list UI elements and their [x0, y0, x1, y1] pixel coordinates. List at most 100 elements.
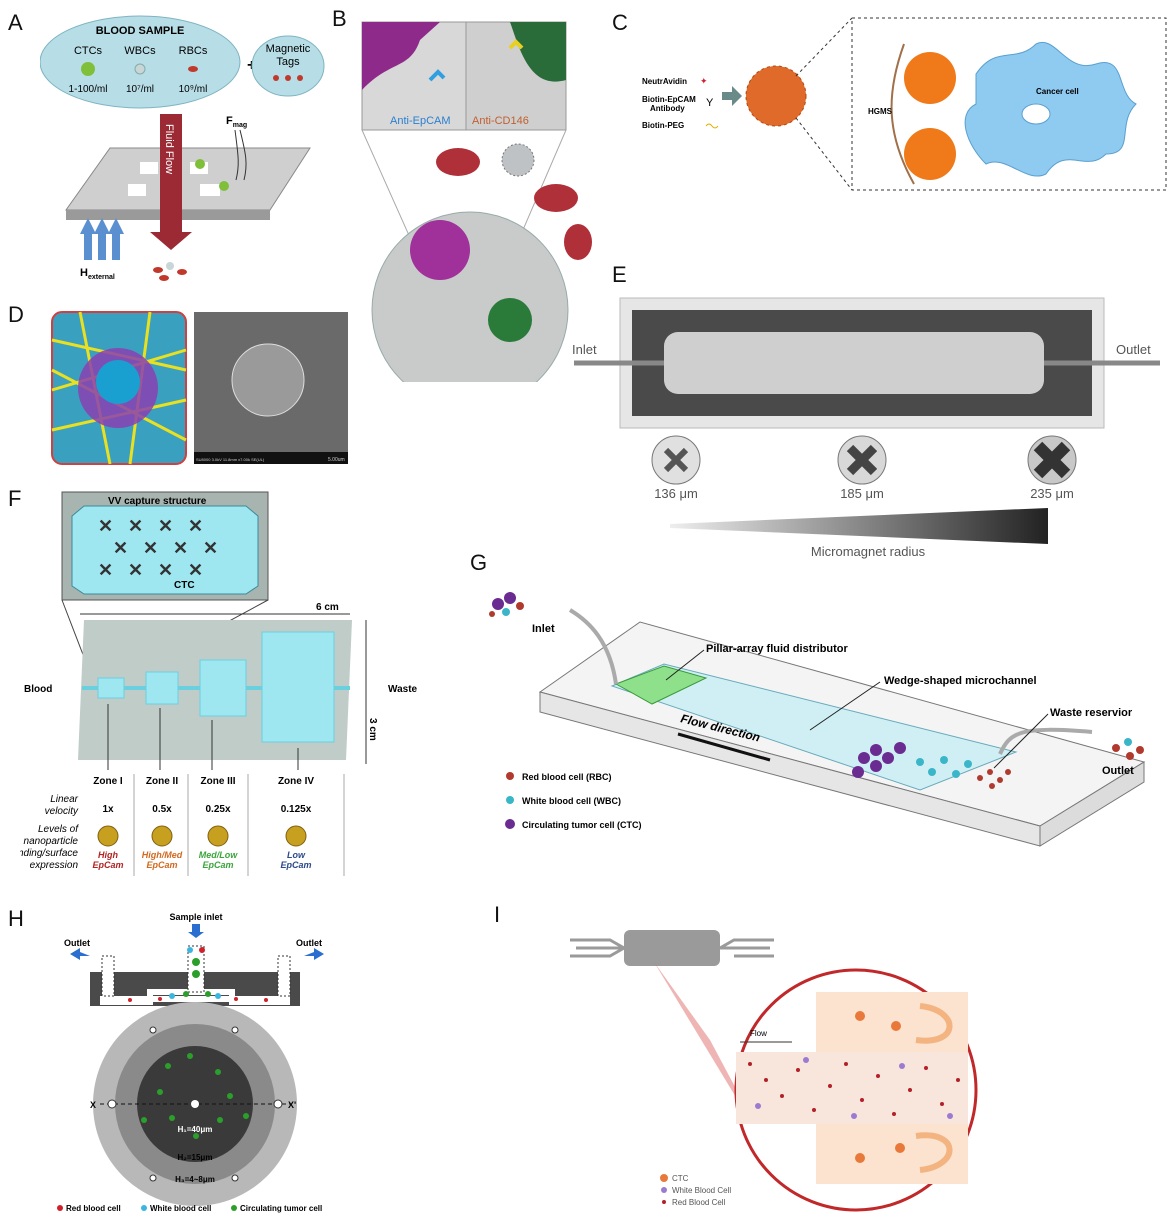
panel-letter-i: I — [494, 902, 501, 927]
panel-i-diagram: Flow CTC White Blood Cell Red Blood Cell — [570, 930, 978, 1212]
rbc-cell-icon — [188, 66, 198, 72]
panel-a-diagram: BLOOD SAMPLE CTCs WBCs RBCs 1-100/ml 10⁷… — [40, 15, 325, 281]
magnet-136-icon — [651, 435, 701, 485]
height-label: 3 cm — [367, 718, 378, 741]
main-channel — [736, 1052, 968, 1124]
magnet-185-icon — [837, 435, 887, 485]
zone-4-label: Zone IV — [278, 776, 314, 787]
panel-letter-e: E — [612, 262, 627, 287]
separation-chip — [65, 147, 311, 211]
magnetic-particle-bottom — [904, 128, 956, 180]
panel-b-diagram: Anti-EpCAM Anti-CD146 — [361, 21, 592, 382]
x-right-label: X' — [288, 1100, 296, 1110]
wedge-label: Wedge-shaped microchannel — [884, 675, 1037, 687]
velocity-zone-3: 0.25x — [205, 804, 230, 815]
legend-wbc: White blood cell (WBC) — [522, 796, 621, 806]
panel-letter-c: C — [612, 10, 628, 35]
svg-text:✕: ✕ — [158, 516, 173, 536]
fluid-flow-arrow — [160, 114, 182, 232]
rbc-cluster — [977, 769, 1011, 789]
g-outlet-label: Outlet — [1102, 765, 1134, 777]
rbc-conc: 10⁹/ml — [179, 84, 208, 95]
spiked-particle — [501, 143, 535, 177]
radius-136: 136 μm — [654, 486, 698, 501]
blood-sample-ellipse — [40, 15, 241, 109]
zone-3-label: Zone III — [201, 776, 236, 787]
g-inlet-label: Inlet — [532, 623, 555, 635]
blood-label: Blood — [24, 684, 52, 695]
ctc-conc: 1-100/ml — [69, 84, 108, 95]
expr-zone-4-a: Low — [287, 850, 306, 860]
levels-label-a: Levels of — [38, 824, 79, 835]
linear-label-a: Linear — [50, 794, 78, 805]
h-legend-wbc: White blood cell — [150, 1204, 211, 1213]
svg-text:✕: ✕ — [113, 538, 128, 558]
svg-text:✕: ✕ — [188, 560, 203, 580]
expr-zone-4-b: EpCam — [280, 860, 311, 870]
anti-cd146-label: Anti-CD146 — [472, 115, 529, 127]
svg-text:Y: Y — [706, 97, 714, 109]
panel-e-diagram: Inlet Outlet 136 μm 185 μm 235 μm Microm… — [572, 297, 1160, 559]
expr-zone-3-b: EpCam — [202, 860, 233, 870]
fmag-label: Fmag — [226, 115, 247, 129]
cross-section-cells — [128, 947, 268, 1002]
wbc-conc: 10⁷/ml — [126, 84, 154, 95]
red-blood-cell — [436, 148, 480, 176]
neutravidin-label: NeutrAvidin — [642, 77, 687, 86]
velocity-zone-2: 0.5x — [152, 804, 172, 815]
ctc-cluster — [852, 742, 906, 778]
expr-zone-1-a: High — [98, 850, 118, 860]
vv-structures: ✕✕✕✕ ✕✕✕✕ ✕✕✕✕ — [98, 516, 218, 580]
expr-zone-2-a: High/Med — [142, 850, 183, 860]
h3-label: H₃=4~8μm — [175, 1175, 215, 1184]
svg-text:✕: ✕ — [128, 560, 143, 580]
process-arrow — [722, 86, 742, 106]
green-cell — [488, 298, 532, 342]
hgms-label: HGMS — [868, 107, 893, 116]
micromagnet-radius-label: Micromagnet radius — [811, 544, 926, 559]
svg-text:✕: ✕ — [158, 560, 173, 580]
ctc-cell-icon — [81, 62, 95, 76]
legend-ctc: Circulating tumor cell (CTC) — [522, 820, 642, 830]
sem-caption: SU8000 3.0kV 11.8mm x7.00k SE(UL) — [196, 457, 265, 462]
levels-label-b: nanoparticle — [24, 836, 79, 847]
zone-2-label: Zone II — [146, 776, 178, 787]
nanoparticle-cluster — [745, 65, 807, 127]
radius-wedge — [670, 508, 1048, 544]
panel-letter-f: F — [8, 486, 22, 511]
panel-h-diagram: Sample inlet Outlet Outlet X X' H₁=40μm … — [57, 912, 324, 1213]
panel-letter-d: D — [8, 302, 24, 327]
panel-letter-g: G — [470, 550, 488, 575]
magnetic-tags-ellipse — [251, 35, 325, 97]
i-legend-rbc: Red Blood Cell — [672, 1198, 726, 1207]
pillar-label: Pillar-array fluid distributor — [706, 643, 849, 655]
flow-label: Flow — [750, 1029, 767, 1038]
anti-epcam-label: Anti-EpCAM — [390, 115, 451, 127]
wbc-cell-icon — [134, 63, 146, 75]
magnetic-tags-line2: Tags — [276, 56, 300, 68]
i-chip — [624, 930, 720, 966]
levels-label-c: binding/surface — [20, 848, 78, 859]
magnet-235-icon — [1027, 435, 1077, 485]
svg-text:✕: ✕ — [143, 538, 158, 558]
h-legend-ctc: Circulating tumor cell — [240, 1204, 322, 1213]
magnetic-bead — [371, 211, 569, 382]
outlet-right-label: Outlet — [296, 938, 322, 948]
panel-c-diagram: NeutrAvidin Biotin-EpCAM Antibody Biotin… — [642, 17, 1167, 191]
svg-text:✕: ✕ — [173, 538, 188, 558]
x-left-label: X — [90, 1100, 96, 1110]
svg-text:✕: ✕ — [128, 516, 143, 536]
pillar-distributor — [614, 665, 708, 705]
cell-nucleus — [96, 360, 140, 404]
panel-letter-a: A — [8, 10, 23, 35]
h-external-label: Hexternal — [80, 267, 115, 281]
svg-text:✦: ✦ — [700, 76, 708, 86]
width-label: 6 cm — [316, 602, 339, 613]
outlet-label: Outlet — [1116, 342, 1151, 357]
panel-d-diagram: SU8000 3.0kV 11.8mm x7.00k SE(UL) 5.00um — [51, 311, 348, 465]
wbc-stream — [755, 1057, 953, 1119]
wbc-cluster — [916, 756, 972, 778]
radius-185: 185 μm — [840, 486, 884, 501]
zone-1-label: Zone I — [93, 776, 123, 787]
biotin-peg-label: Biotin-PEG — [642, 121, 684, 130]
